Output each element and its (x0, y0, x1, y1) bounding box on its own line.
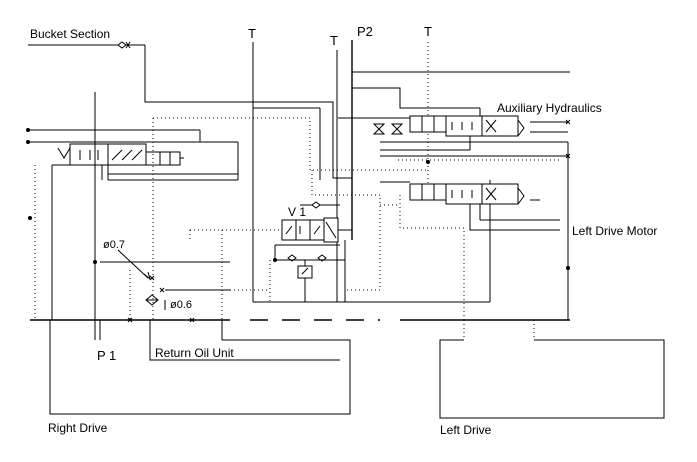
label-left-drive-motor: Left Drive Motor (572, 224, 657, 238)
label-t2: T (330, 33, 338, 48)
orifice-0-6 (145, 287, 230, 310)
label-auxiliary-hydraulics: Auxiliary Hydraulics (497, 101, 602, 115)
tank-and-pressure-lines (252, 40, 491, 303)
v1-relief-valve (273, 201, 352, 302)
orifice-0-7 (93, 249, 230, 281)
label-t3: T (424, 24, 432, 39)
label-bucket-section: Bucket Section (30, 27, 110, 41)
return-oil-unit (149, 345, 340, 361)
return-main-line (30, 92, 570, 340)
right-drive-box (49, 339, 351, 415)
label-diameter-0-7: ø0.7 (103, 239, 125, 251)
label-p2: P2 (357, 24, 373, 39)
label-right-drive: Right Drive (48, 421, 108, 435)
left-drive-motor-valve (380, 160, 560, 231)
label-diameter-0-6: ø0.6 (170, 299, 192, 311)
right-drive-valve (26, 128, 239, 320)
auxiliary-hydraulics-valve (338, 71, 571, 320)
label-v1: V 1 (288, 205, 306, 219)
drive-connections (99, 320, 535, 345)
left-drive-box (439, 339, 665, 419)
bucket-section-line (28, 41, 352, 179)
label-p1: P 1 (97, 348, 116, 363)
label-return-oil-unit: Return Oil Unit (155, 346, 234, 360)
label-t1: T (248, 26, 256, 41)
label-left-drive: Left Drive (440, 423, 492, 437)
